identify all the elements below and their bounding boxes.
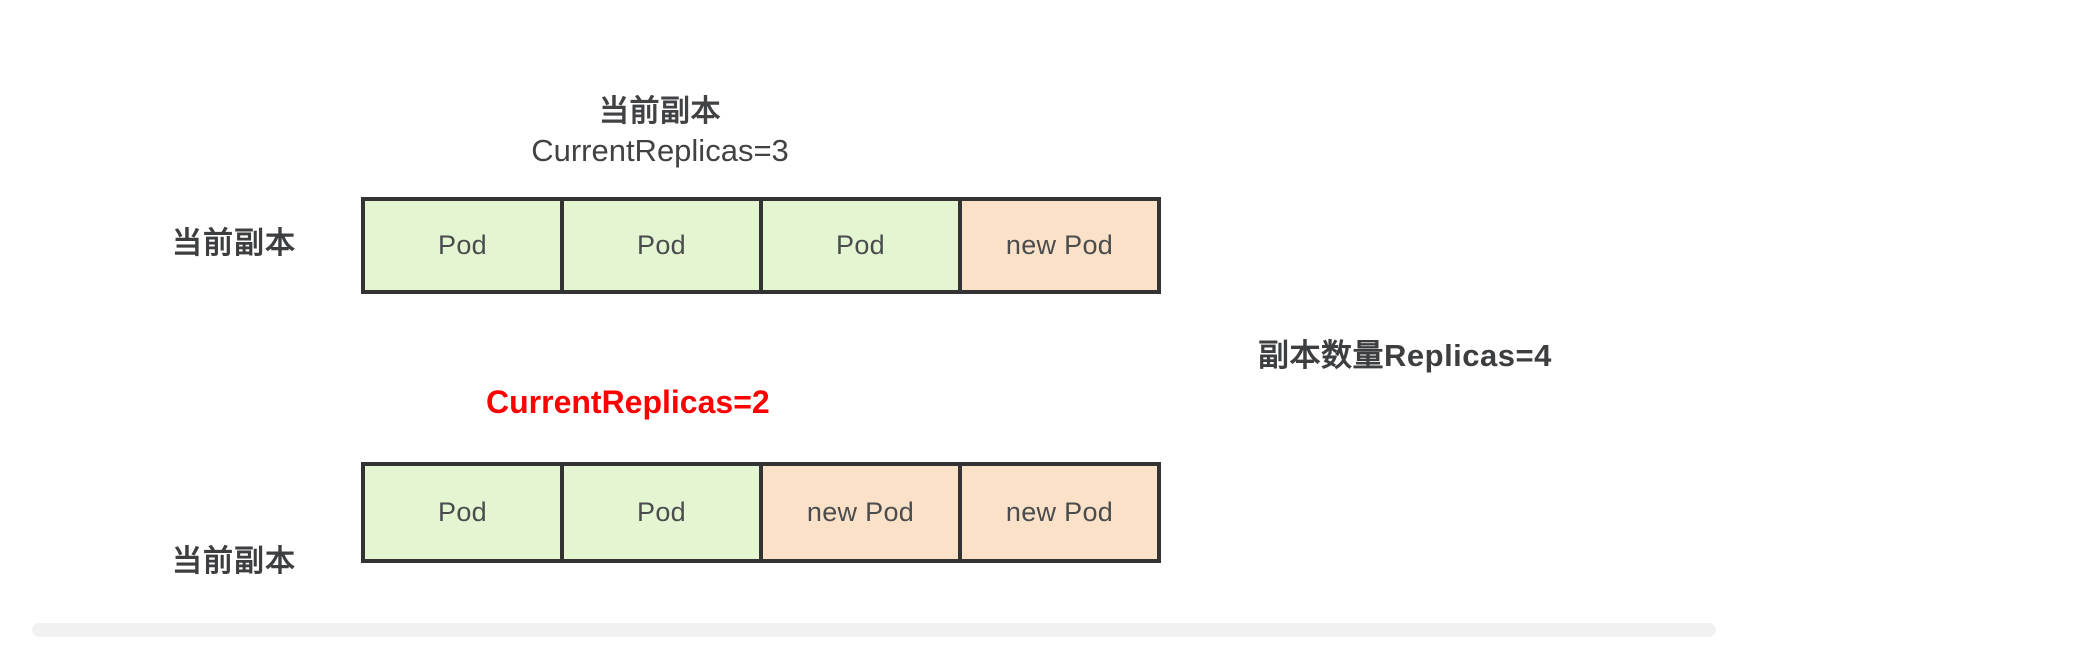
horizontal-scrollbar[interactable] (32, 623, 1716, 637)
header-caption-en: CurrentReplicas=3 (531, 133, 789, 168)
pod-cell: new Pod (962, 466, 1157, 559)
pod-row-bottom: Pod Pod new Pod new Pod (361, 462, 1161, 563)
pod-cell: Pod (564, 201, 763, 290)
annotation-replicas-total: 副本数量Replicas=4 (1258, 338, 1552, 373)
pod-cell: new Pod (962, 201, 1157, 290)
pod-cell: Pod (365, 201, 564, 290)
pod-cell: Pod (763, 201, 962, 290)
pod-cell: new Pod (763, 466, 962, 559)
pod-row-top: Pod Pod Pod new Pod (361, 197, 1161, 294)
annotation-current-replicas-highlight: CurrentReplicas=2 (486, 384, 770, 420)
row-label-current-replicas-top: 当前副本 (172, 227, 296, 260)
header-caption-cn: 当前副本 (599, 95, 721, 128)
pod-cell: Pod (564, 466, 763, 559)
pod-cell: Pod (365, 466, 564, 559)
row-label-current-replicas-bottom: 当前副本 (172, 545, 296, 578)
header-caption: 当前副本 CurrentReplicas=3 (360, 92, 960, 171)
